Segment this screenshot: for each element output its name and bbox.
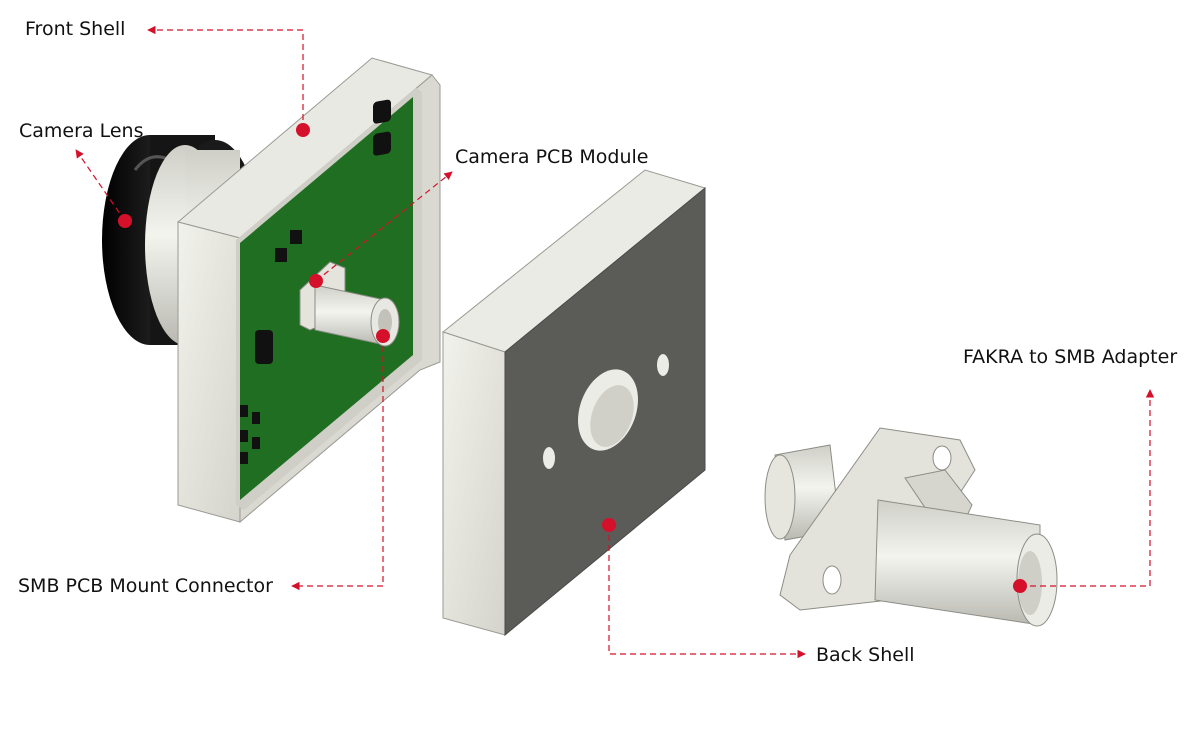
callout-back-shell (602, 518, 806, 659)
callout-smb-pcb-mount-connector (291, 329, 390, 591)
back-shell-part (441, 169, 707, 637)
smb-pcb-mount-connector-label: SMB PCB Mount Connector (18, 575, 273, 597)
callout-camera-pcb-module (309, 171, 453, 288)
smb-pcb-mount-connector-part (299, 261, 400, 347)
front-shell-label: Front Shell (25, 18, 126, 40)
callout-camera-lens (75, 149, 132, 228)
callout-front-shell (147, 25, 310, 137)
fakra-to-smb-adapter-part (764, 427, 1058, 627)
camera-lens-label: Camera Lens (19, 120, 144, 142)
camera-pcb-module-label: Camera PCB Module (455, 146, 649, 168)
callout-fakra-to-smb-adapter (1013, 389, 1155, 593)
fakra-to-smb-adapter-label: FAKRA to SMB Adapter (963, 346, 1178, 368)
back-shell-label: Back Shell (816, 644, 915, 666)
